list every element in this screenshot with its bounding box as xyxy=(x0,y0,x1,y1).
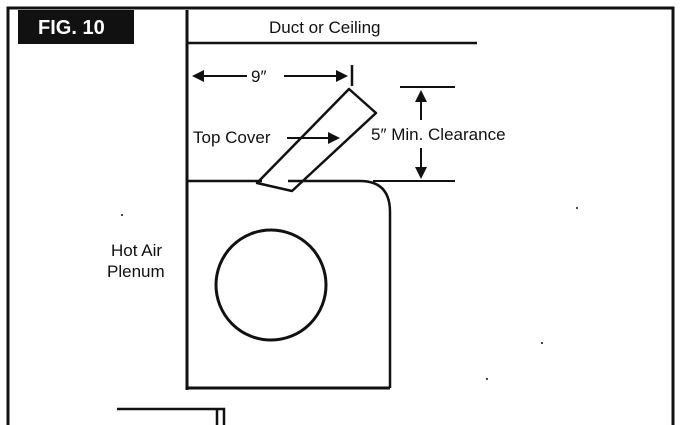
unit-body xyxy=(187,179,392,388)
top-cover xyxy=(255,87,378,193)
outer-frame xyxy=(6,6,675,425)
figure-label: FIG. 10 xyxy=(38,17,105,39)
dimension-9-label: 9″ xyxy=(251,67,266,86)
scan-speck xyxy=(576,207,578,209)
top-cover-label: Top Cover xyxy=(193,128,271,147)
clearance-arrow-down xyxy=(415,167,427,179)
scan-speck xyxy=(121,214,123,216)
lower-bracket xyxy=(117,407,226,425)
hot-air-label-line1: Hot Air xyxy=(111,241,162,260)
dimension-9-arrow-right xyxy=(336,70,348,82)
clearance-label: 5″ Min. Clearance xyxy=(371,125,506,144)
scan-speck xyxy=(541,342,543,344)
scan-speck xyxy=(486,378,488,380)
figure-label-box xyxy=(18,10,134,44)
hot-air-label-line2: Plenum xyxy=(107,262,165,281)
circular-opening xyxy=(214,228,328,342)
top-cover-arrow-head xyxy=(328,132,340,144)
clearance-arrow-up xyxy=(415,90,427,102)
duct-ceiling-label: Duct or Ceiling xyxy=(269,18,381,37)
dimension-9-arrow-left xyxy=(192,70,204,82)
